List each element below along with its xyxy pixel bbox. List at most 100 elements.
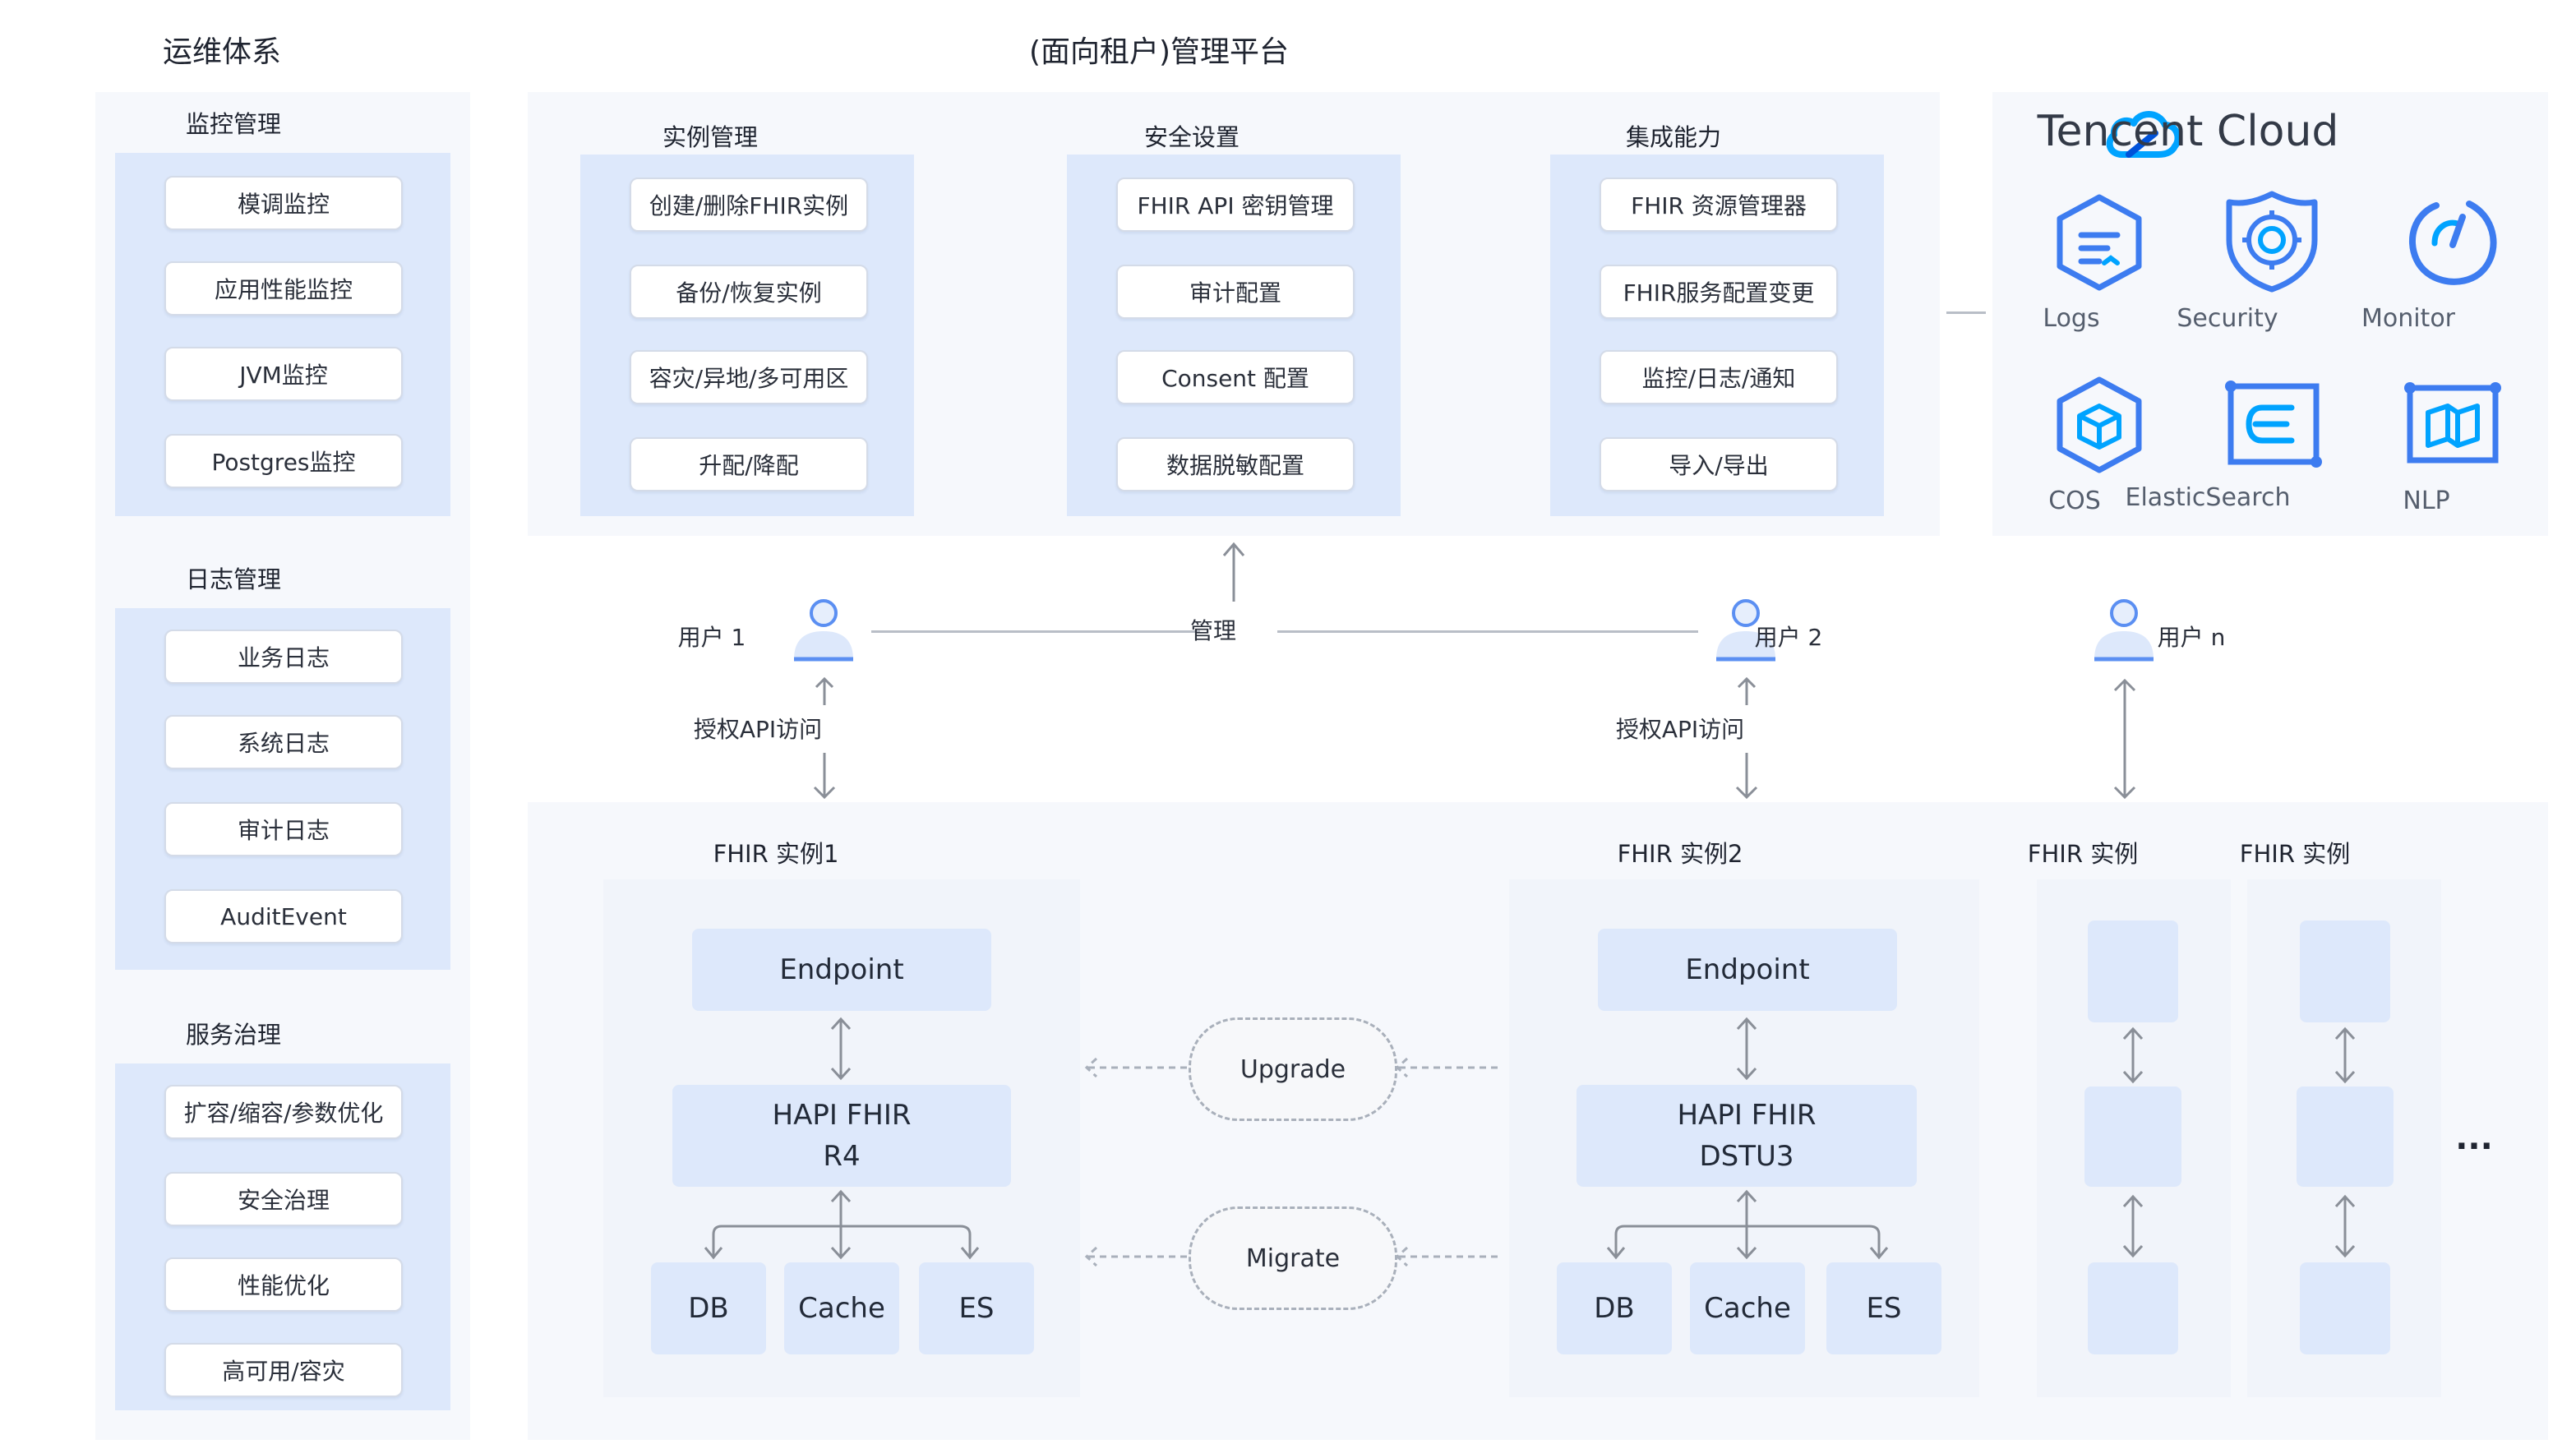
platform-item-import-export[interactable]: 导入/导出 <box>1600 437 1838 491</box>
user2-label: 用户 2 <box>1754 624 1823 651</box>
migrate-label: Migrate <box>1245 1243 1341 1273</box>
ops-item-system-log[interactable]: 系统日志 <box>164 715 403 769</box>
platform-item-scale[interactable]: 升配/降配 <box>630 437 868 491</box>
instance4-block-middle[interactable] <box>2297 1086 2394 1187</box>
monitor-icon[interactable] <box>2403 194 2502 291</box>
instance1-store-arrows <box>704 1189 980 1260</box>
instance2-es-label: ES <box>1866 1292 1902 1325</box>
migrate-left-arrow <box>1084 1246 1187 1267</box>
instance2-cache-label: Cache <box>1704 1292 1791 1325</box>
platform-group-title-integration: 集成能力 <box>1625 123 1721 151</box>
manage-up-arrow <box>1222 542 1245 602</box>
ops-system-title: 运维体系 <box>162 35 281 69</box>
instance3-block-middle[interactable] <box>2084 1086 2181 1187</box>
instance4-block-top[interactable] <box>2300 920 2390 1022</box>
security-icon[interactable] <box>2224 191 2320 293</box>
ops-group-title-governance: 服务治理 <box>185 1021 281 1049</box>
ops-group-title-monitor: 监控管理 <box>185 110 281 138</box>
ops-item-auditevent[interactable]: AuditEvent <box>164 889 403 943</box>
platform-cloud-connector <box>1946 311 1986 314</box>
instance4-arrow-2 <box>2334 1194 2356 1258</box>
instance1-es[interactable]: ES <box>919 1262 1034 1354</box>
instance4-title: FHIR 实例 <box>2239 840 2351 868</box>
platform-item-api-key[interactable]: FHIR API 密钥管理 <box>1116 178 1355 232</box>
elasticsearch-icon[interactable] <box>2224 380 2323 468</box>
instance1-db-label: DB <box>688 1292 729 1325</box>
ops-item-postgres[interactable]: Postgres监控 <box>164 434 403 488</box>
instance2-store-arrows <box>1606 1189 1889 1260</box>
upgrade-oval[interactable]: Upgrade <box>1189 1017 1397 1121</box>
instance1-hapi-line2: R4 <box>823 1140 861 1173</box>
instance1-endpoint-hapi-arrow <box>830 1017 852 1081</box>
tencent-cloud-logo-icon <box>2106 111 2181 158</box>
migrate-oval[interactable]: Migrate <box>1189 1206 1397 1310</box>
instance2-cache[interactable]: Cache <box>1690 1262 1805 1354</box>
platform-item-resource-manager[interactable]: FHIR 资源管理器 <box>1600 178 1838 232</box>
tencent-cloud-brand: Tencent Cloud <box>2037 107 2339 156</box>
service-label-cos: COS <box>2048 487 2101 515</box>
cos-icon[interactable] <box>2053 375 2145 475</box>
user2-api-up-arrow <box>1737 676 1757 705</box>
instance1-db[interactable]: DB <box>651 1262 766 1354</box>
ops-item-security-governance[interactable]: 安全治理 <box>164 1172 403 1226</box>
user1-api-down-arrow <box>813 753 836 800</box>
ops-item-jvm[interactable]: JVM监控 <box>164 347 403 401</box>
instance3-arrow-1 <box>2122 1026 2144 1084</box>
instance2-hapi[interactable]: HAPI FHIR DSTU3 <box>1577 1085 1917 1187</box>
usern-api-double-arrow <box>2113 678 2136 800</box>
upgrade-right-arrow <box>1395 1057 1498 1078</box>
usern-label: 用户 n <box>2157 624 2226 651</box>
platform-group-title-instance: 实例管理 <box>662 123 758 151</box>
instance2-endpoint[interactable]: Endpoint <box>1598 929 1897 1011</box>
platform-item-backup-restore[interactable]: 备份/恢复实例 <box>630 265 868 319</box>
service-label-nlp: NLP <box>2403 487 2450 515</box>
ops-item-business-log[interactable]: 业务日志 <box>164 630 403 684</box>
instance2-db-label: DB <box>1594 1292 1635 1325</box>
ops-item-scaling[interactable]: 扩容/缩容/参数优化 <box>164 1085 403 1139</box>
platform-item-audit-config[interactable]: 审计配置 <box>1116 265 1355 319</box>
service-label-security: Security <box>2177 304 2278 333</box>
platform-item-data-masking[interactable]: 数据脱敏配置 <box>1116 437 1355 491</box>
ops-item-module-monitor[interactable]: 模调监控 <box>164 176 403 230</box>
instance3-block-bottom[interactable] <box>2088 1262 2178 1354</box>
instance1-es-label: ES <box>958 1292 995 1325</box>
manage-line-right <box>1277 630 1698 633</box>
instance4-arrow-1 <box>2334 1026 2356 1084</box>
logs-icon[interactable] <box>2053 192 2145 293</box>
platform-item-create-delete[interactable]: 创建/删除FHIR实例 <box>630 178 868 232</box>
instance2-hapi-line1: HAPI FHIR <box>1677 1099 1817 1132</box>
ops-item-apm[interactable]: 应用性能监控 <box>164 261 403 316</box>
instance1-title: FHIR 实例1 <box>713 840 839 868</box>
platform-item-service-config[interactable]: FHIR服务配置变更 <box>1600 265 1838 319</box>
ops-item-ha-dr[interactable]: 高可用/容灾 <box>164 1343 403 1397</box>
instance1-endpoint-label: Endpoint <box>779 953 904 986</box>
instance2-es[interactable]: ES <box>1826 1262 1941 1354</box>
ops-item-audit-log[interactable]: 审计日志 <box>164 802 403 856</box>
upgrade-label: Upgrade <box>1240 1054 1346 1084</box>
user1-avatar-icon[interactable] <box>789 597 858 664</box>
migrate-right-arrow <box>1395 1246 1498 1267</box>
instance1-endpoint[interactable]: Endpoint <box>692 929 991 1011</box>
instance1-hapi[interactable]: HAPI FHIR R4 <box>672 1085 1011 1187</box>
instance2-hapi-line2: DSTU3 <box>1699 1140 1794 1173</box>
user2-avatar-icon[interactable] <box>1711 597 1780 664</box>
nlp-icon[interactable] <box>2403 381 2502 468</box>
instance2-endpoint-hapi-arrow <box>1736 1017 1757 1081</box>
platform-item-consent-config[interactable]: Consent 配置 <box>1116 350 1355 404</box>
platform-item-dr-multi-az[interactable]: 容灾/异地/多可用区 <box>630 350 868 404</box>
instance2-endpoint-label: Endpoint <box>1685 953 1810 986</box>
service-label-monitor: Monitor <box>2361 304 2456 333</box>
instance3-block-top[interactable] <box>2088 920 2178 1022</box>
user1-api-label: 授权API访问 <box>693 716 823 743</box>
instance2-db[interactable]: DB <box>1557 1262 1672 1354</box>
more-instances-ellipsis: ... <box>2455 1119 2493 1157</box>
user1-api-up-arrow <box>815 676 834 705</box>
platform-item-monitor-log-notify[interactable]: 监控/日志/通知 <box>1600 350 1838 404</box>
usern-avatar-icon[interactable] <box>2089 597 2158 664</box>
platform-group-title-security: 安全设置 <box>1143 123 1240 151</box>
instance1-cache[interactable]: Cache <box>784 1262 899 1354</box>
instance4-block-bottom[interactable] <box>2300 1262 2390 1354</box>
service-label-elasticsearch: ElasticSearch <box>2125 483 2291 512</box>
ops-item-perf-opt[interactable]: 性能优化 <box>164 1257 403 1312</box>
instance3-arrow-2 <box>2122 1194 2144 1258</box>
